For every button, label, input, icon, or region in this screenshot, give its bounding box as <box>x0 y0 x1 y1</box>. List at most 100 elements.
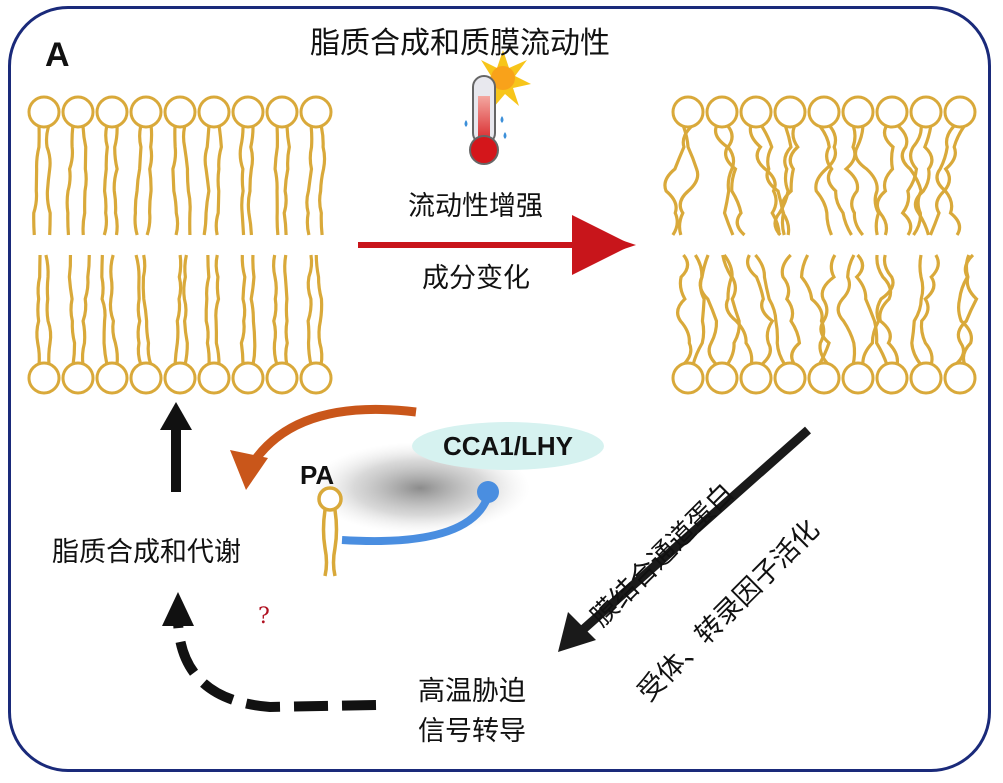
lipid-head <box>265 95 299 129</box>
lipid-tail <box>853 124 881 236</box>
lipid-tail <box>306 254 314 366</box>
lipid-tail <box>249 254 257 366</box>
lipid-tail <box>44 124 52 236</box>
lipid-tail <box>173 254 183 366</box>
lipid-tail <box>722 123 736 236</box>
cca-inhibit-arrow <box>230 404 417 490</box>
lipid-tail <box>721 254 754 366</box>
lipid-head <box>95 95 129 129</box>
lipid-head <box>129 95 163 129</box>
lipid-head <box>705 361 739 395</box>
lipid-tail <box>171 124 180 236</box>
lipid-tail <box>100 254 109 366</box>
lipid-tail <box>238 124 246 236</box>
lipid-tail <box>913 124 934 236</box>
lipid-tail <box>202 124 211 236</box>
lipid-tail <box>283 254 289 366</box>
lipid-tail <box>182 254 189 366</box>
stress-signaling-dashed-arrow <box>162 592 377 713</box>
lipid-head <box>943 361 977 395</box>
fluidity-label: 流动性增强 <box>408 191 543 222</box>
lipid-head <box>875 361 909 395</box>
lipid-head <box>671 95 705 129</box>
lipid-tail <box>214 254 221 366</box>
lipid-head <box>61 361 95 395</box>
lipid-head <box>95 361 129 395</box>
lipid-head <box>299 361 333 395</box>
pa-label: PA <box>300 460 335 490</box>
lipid-tail <box>214 124 223 236</box>
lipid-tail <box>910 254 925 366</box>
lipid-tail <box>133 124 143 236</box>
thermometer-sun-icon <box>464 50 531 165</box>
lipid-head <box>807 361 841 395</box>
lipid-tail <box>145 124 154 236</box>
cca-label: CCA1/LHY <box>442 430 573 461</box>
lipid-tail <box>677 124 700 236</box>
lipid-tail <box>875 254 900 366</box>
lipid-tail <box>919 254 940 366</box>
lipid-tail <box>861 254 895 366</box>
lipid-head <box>909 361 943 395</box>
lipid-tail <box>141 254 153 366</box>
lipid-tail <box>102 124 109 236</box>
lipid-tail <box>246 124 255 236</box>
lipid-tail <box>32 124 41 236</box>
lipid-tail <box>80 254 91 366</box>
lipid-tail <box>799 254 831 367</box>
ordered-membrane <box>27 95 333 395</box>
lipid-tail <box>713 124 746 237</box>
lipid-tail <box>282 124 291 236</box>
lipid-tail <box>318 124 327 236</box>
lipid-head <box>909 95 943 129</box>
lipid-head <box>197 95 231 129</box>
lipid-tail <box>181 124 192 236</box>
lipid-tail <box>108 254 119 366</box>
lipid-head <box>773 361 807 395</box>
lipid-tail <box>754 253 787 366</box>
lipid-tail <box>746 254 775 367</box>
up-arrow <box>160 402 192 492</box>
lipid-tail <box>748 124 781 236</box>
lipid-head <box>163 361 197 395</box>
lipid-tail <box>817 123 853 236</box>
lipid-head <box>739 95 773 129</box>
lipid-head <box>27 95 61 129</box>
lipid-tail <box>836 254 857 366</box>
lipid-tail <box>44 254 53 366</box>
lipid-head <box>841 361 875 395</box>
lipid-tail <box>854 253 889 366</box>
lipid-tail <box>204 254 211 366</box>
lipid-tail <box>928 124 967 236</box>
lipid-tail <box>814 123 838 236</box>
fluid-membrane <box>663 95 979 395</box>
lipid-tail <box>239 254 247 366</box>
lipid-head <box>807 95 841 129</box>
lipid-tail <box>271 254 279 366</box>
lipid-tail <box>935 123 962 236</box>
lipid-tail <box>65 124 75 236</box>
pa-lipid-icon <box>317 486 343 577</box>
lipid-tail <box>67 254 77 366</box>
stress-label-1: 高温胁迫 <box>418 676 526 707</box>
lipid-metabolism-label: 脂质合成和代谢 <box>52 537 241 568</box>
lipid-tail <box>843 124 865 237</box>
lipid-head <box>265 361 299 395</box>
lipid-head <box>739 361 773 395</box>
lipid-head <box>197 361 231 395</box>
lipid-tail <box>900 124 923 236</box>
lipid-tail <box>663 123 695 236</box>
lipid-head <box>231 95 265 129</box>
lipid-tail <box>81 124 88 236</box>
lipid-head <box>61 95 95 129</box>
lipid-head <box>841 95 875 129</box>
lipid-head <box>27 361 61 395</box>
lipid-tail <box>780 124 800 236</box>
lipid-head <box>129 361 163 395</box>
top-title: 脂质合成和质膜流动性 <box>310 26 610 61</box>
lipid-tail <box>676 253 693 367</box>
panel-label: A <box>45 36 70 74</box>
lipid-tail <box>773 124 793 237</box>
lipid-tail <box>305 124 314 236</box>
